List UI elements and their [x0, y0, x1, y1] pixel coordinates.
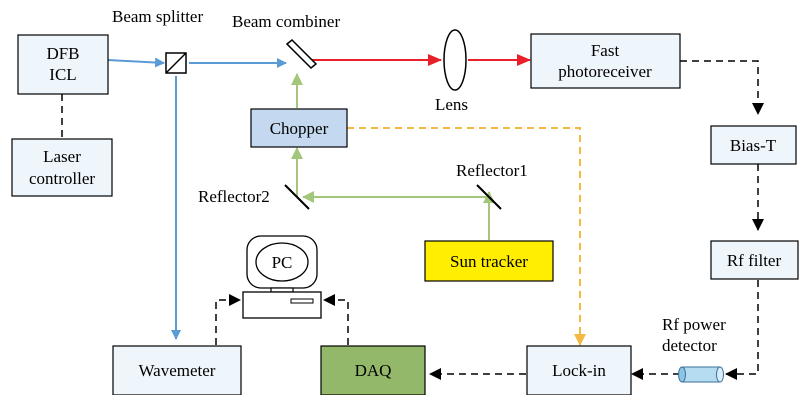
dfb-icl-box: DFB ICL: [17, 34, 109, 95]
dfb-label-line1: DFB: [46, 44, 79, 63]
beam-combiner-icon: [285, 38, 318, 70]
fast-photoreceiver-label-line2: photoreceiver: [558, 62, 652, 81]
pc-computer-icon: PC: [242, 235, 322, 319]
laser-controller-box: Laser controller: [11, 138, 113, 197]
beam-splitter-icon: [165, 52, 187, 74]
sun-tracker-box: Sun tracker: [424, 240, 554, 282]
rf-filter-box: Rf filter: [710, 240, 799, 280]
wavemeter-label: Wavemeter: [139, 361, 216, 380]
fast-photoreceiver-box: Fast photoreceiver: [530, 33, 681, 89]
lock-in-box: Lock-in: [526, 345, 632, 396]
bias-t-label: Bias-T: [730, 136, 777, 155]
photoreceiver-to-bias-t-signal: [680, 60, 764, 115]
reflector1-icon: [476, 184, 502, 210]
beam-splitter-label: Beam splitter: [112, 7, 203, 26]
chopper-reference-signal: [347, 127, 586, 346]
lock-in-label: Lock-in: [552, 361, 606, 380]
sun-tracker-label: Sun tracker: [450, 252, 528, 271]
wavemeter-to-pc-signal: [215, 294, 241, 345]
fast-photoreceiver-label-line1: Fast: [591, 41, 620, 60]
reflector2-label: Reflector2: [198, 187, 270, 206]
laser-beam-to-splitter: [107, 57, 165, 68]
daq-label: DAQ: [355, 361, 392, 380]
rf-power-detector-label-line1: Rf power: [662, 315, 726, 334]
lens-icon: [443, 29, 467, 91]
pc-label: PC: [272, 253, 293, 272]
wavemeter-box: Wavemeter: [112, 345, 242, 396]
laser-controller-label-line1: Laser: [43, 147, 81, 166]
reflector1-label: Reflector1: [456, 161, 528, 180]
rf-filter-to-detector-signal: [725, 280, 759, 380]
bias-t-box: Bias-T: [710, 125, 797, 165]
beam-combiner-label: Beam combiner: [232, 12, 340, 31]
laser-controller-label-line2: controller: [29, 169, 95, 188]
chopper-label: Chopper: [270, 119, 329, 138]
rf-power-detector-label-line2: detector: [662, 336, 717, 355]
chopper-box: Chopper: [250, 108, 348, 148]
daq-to-pc-signal: [323, 294, 349, 345]
dfb-label-line2: ICL: [49, 65, 76, 84]
daq-box: DAQ: [320, 345, 426, 396]
lens-label: Lens: [435, 95, 468, 114]
rf-filter-label: Rf filter: [727, 251, 782, 270]
rf-power-detector-icon: [678, 366, 724, 383]
reflector2-icon: [284, 184, 310, 210]
